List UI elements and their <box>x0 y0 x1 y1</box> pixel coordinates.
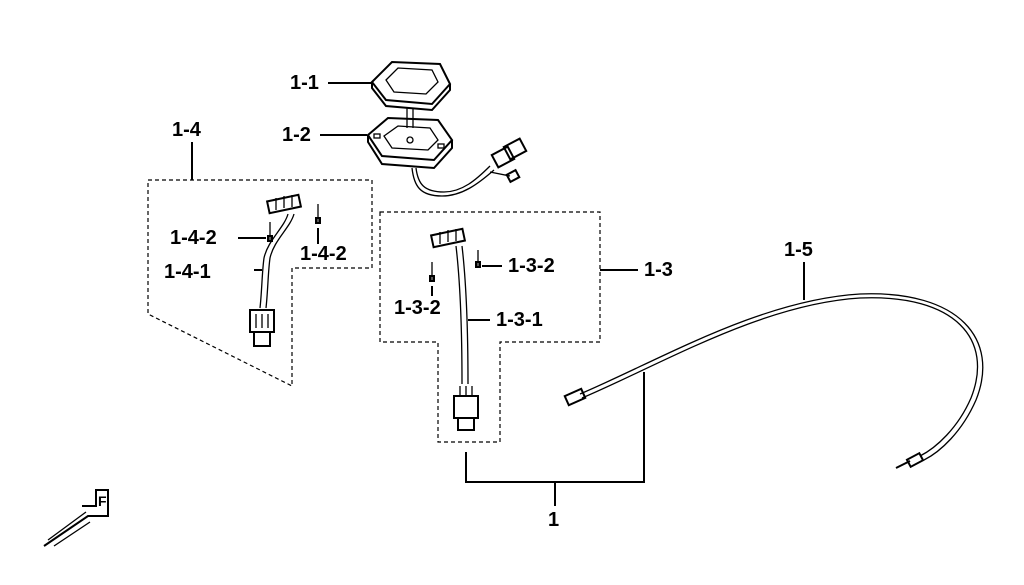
direction-arrow-icon <box>43 489 109 547</box>
sensor-screws <box>429 250 481 282</box>
label-assembly: 1 <box>548 509 560 531</box>
switch-assembly <box>249 193 303 347</box>
speedometer-cable <box>563 293 984 469</box>
meter-head <box>370 60 452 112</box>
label-sensor-kit: 1-3 <box>644 259 673 281</box>
switch-screws <box>267 204 321 242</box>
kit-1-4-outline <box>147 179 373 387</box>
label-sensor-screw-left: 1-3-2 <box>394 297 441 319</box>
meter-case <box>366 116 454 170</box>
label-switch-kit: 1-4 <box>172 119 201 141</box>
label-sensor-wire: 1-3-1 <box>496 309 543 331</box>
label-switch-screw-left: 1-4-2 <box>170 227 217 249</box>
label-switch-wire: 1-4-1 <box>164 261 211 283</box>
bracket-1 <box>465 372 645 483</box>
meter-connector <box>489 137 528 184</box>
kit-1-3-outline <box>379 211 601 443</box>
direction-mark: F <box>98 493 107 509</box>
label-switch-screw-right: 1-4-2 <box>300 243 347 265</box>
sensor-assembly <box>429 227 479 431</box>
label-speedo-cable: 1-5 <box>784 239 813 261</box>
label-meter: 1-1 <box>290 72 319 94</box>
label-meter-case: 1-2 <box>282 124 311 146</box>
label-sensor-screw-right: 1-3-2 <box>508 255 555 277</box>
